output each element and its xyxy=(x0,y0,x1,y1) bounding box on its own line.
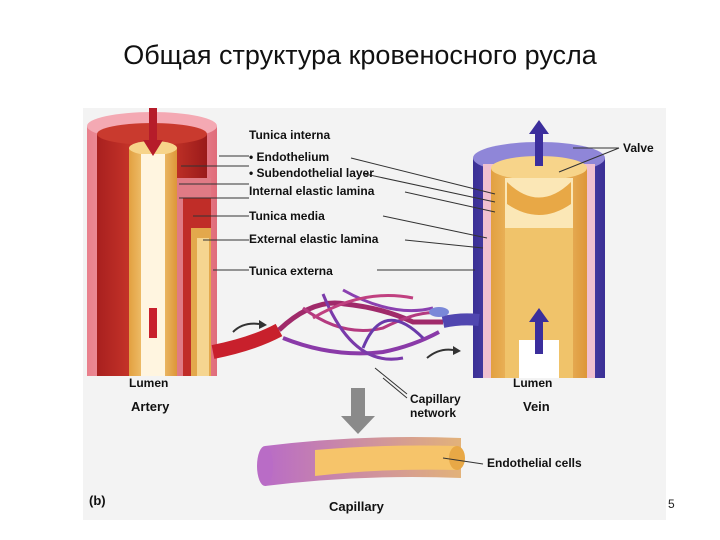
label-endothelium: • Endothelium xyxy=(249,150,330,164)
label-tunica-externa: Tunica externa xyxy=(249,264,333,278)
label-valve: Valve xyxy=(623,141,654,155)
panel-label: (b) xyxy=(89,493,106,508)
slide-title: Общая структура кровеносного русла xyxy=(123,40,597,70)
label-tunica-interna: Tunica interna xyxy=(249,128,331,142)
label-lumen-vein: Lumen xyxy=(513,376,553,390)
vessel-structure-figure: Tunica interna • Endothelium • Subendoth… xyxy=(83,108,666,520)
label-lumen-artery: Lumen xyxy=(129,376,169,390)
label-capillary-network-line1: Capillary xyxy=(410,392,461,406)
gray-arrow-icon xyxy=(341,388,375,434)
label-artery: Artery xyxy=(131,399,170,414)
label-capillary-network-line2: network xyxy=(410,406,457,420)
label-tunica-media: Tunica media xyxy=(249,209,325,223)
artery-illustration xyxy=(87,108,217,376)
capillary-network-illustration xyxy=(211,288,480,361)
capillary-illustration xyxy=(257,437,465,486)
vessel-diagram xyxy=(87,108,620,486)
label-vein: Vein xyxy=(523,399,550,414)
leader-lines xyxy=(179,147,620,465)
label-internal-elastic-lamina: Internal elastic lamina xyxy=(249,184,375,198)
label-capillary: Capillary xyxy=(329,499,384,514)
label-external-elastic-lamina: External elastic lamina xyxy=(249,232,379,246)
label-endothelial-cells: Endothelial cells xyxy=(487,456,582,470)
label-subendothelial-layer: • Subendothelial layer xyxy=(249,166,374,180)
vein-illustration xyxy=(473,120,605,378)
page-number: 5 xyxy=(668,497,675,511)
